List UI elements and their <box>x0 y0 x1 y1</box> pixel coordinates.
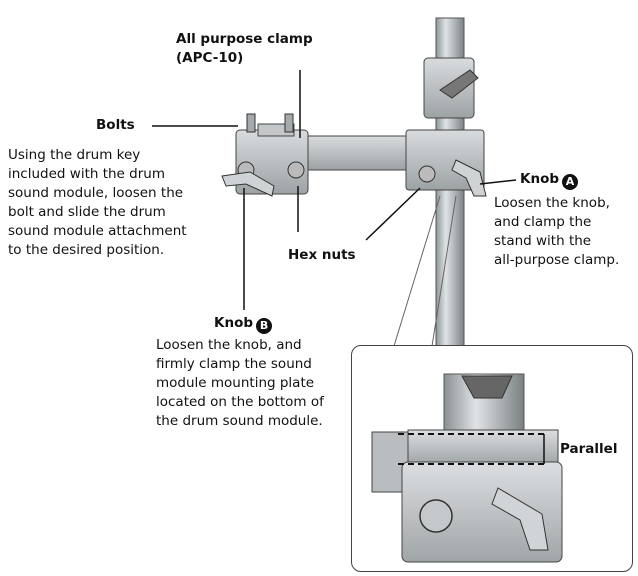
bolts-desc-line: sound module, loosen the <box>8 185 184 201</box>
knob-a-badge: A <box>562 174 579 190</box>
knob-b-label: Knob <box>214 315 254 331</box>
hex-nut-left-2 <box>287 161 305 179</box>
bolts-desc-line: included with the drum <box>8 166 165 182</box>
bolts-title: Bolts <box>96 117 135 133</box>
knob-a-desc-line: and clamp the <box>494 214 592 230</box>
knob-b-shape <box>221 171 275 197</box>
knob-b-description: Loosen the knob, and firmly clamp the so… <box>156 336 324 431</box>
closeup-inset: Parallel <box>351 345 633 572</box>
clamp-title: All purpose clamp (APC-10) <box>176 30 313 68</box>
bolts-desc-line: Using the drum key <box>8 147 141 163</box>
knob-a-description: Loosen the knob, and clamp the stand wit… <box>494 194 619 270</box>
knob-a-desc-line: stand with the <box>494 233 592 249</box>
knob-b-desc-line: module mounting plate <box>156 375 315 391</box>
bolts-desc-line: bolt and slide the drum <box>8 204 166 220</box>
knob-a-shape <box>451 159 487 197</box>
bolt-1 <box>246 113 256 133</box>
hex-nuts-title: Hex nuts <box>288 247 356 263</box>
bolts-description: Using the drum key included with the dru… <box>8 146 187 260</box>
knob-b-desc-line: firmly clamp the sound <box>156 356 312 372</box>
closeup-illustration <box>371 373 563 563</box>
knob-b-badge: B <box>256 318 273 334</box>
clamp-arm <box>297 135 417 171</box>
bolt-2 <box>284 113 294 133</box>
knob-a-desc-line: all-purpose clamp. <box>494 252 620 268</box>
knob-a-desc-line: Loosen the knob, <box>494 195 610 211</box>
knob-b-desc-line: Loosen the knob, and <box>156 337 302 353</box>
hex-nut-right <box>418 165 436 183</box>
knob-b-desc-line: the drum sound module. <box>156 413 323 429</box>
knob-b-desc-line: located on the bottom of <box>156 394 324 410</box>
bolts-desc-line: sound module attachment <box>8 223 187 239</box>
bolts-desc-line: to the desired position. <box>8 242 165 258</box>
parallel-label: Parallel <box>560 441 618 457</box>
knob-a-label: Knob <box>520 171 560 187</box>
clamp-title-line2: (APC-10) <box>176 50 244 66</box>
clamp-title-line1: All purpose clamp <box>176 31 313 47</box>
wing-bolt-top <box>439 69 479 99</box>
